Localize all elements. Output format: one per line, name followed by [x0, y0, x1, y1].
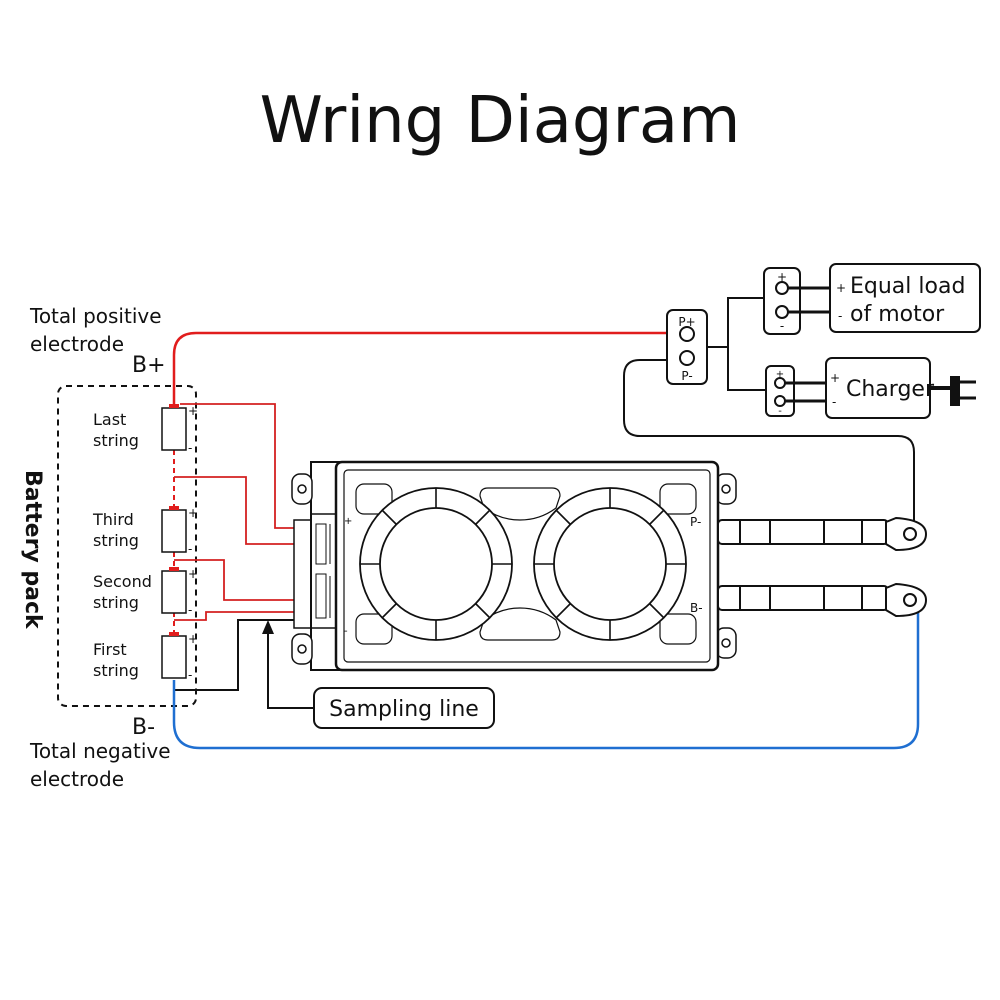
cell-label-last-2: string: [93, 431, 139, 450]
svg-text:P-: P-: [681, 369, 692, 383]
svg-text:+: +: [777, 270, 787, 284]
bms-board: + - P- B-: [291, 460, 737, 672]
branch-bus: [727, 297, 766, 391]
cell-last: + -: [161, 404, 198, 455]
sampling-line-label: Sampling line: [329, 697, 479, 722]
charger-terminal: + -: [765, 365, 795, 417]
sampling-wires: [174, 403, 296, 621]
sampling-connector: [293, 519, 313, 629]
svg-text:-: -: [838, 309, 842, 323]
load-label-2: of motor: [850, 302, 945, 327]
svg-text:+: +: [836, 281, 846, 295]
cell-second: + -: [161, 567, 198, 617]
svg-text:-: -: [780, 319, 784, 333]
total-positive-label-2: electrode: [30, 332, 124, 356]
negative-wire: [172, 600, 920, 750]
total-negative-label-2: electrode: [30, 767, 124, 791]
svg-text:-: -: [778, 406, 782, 417]
svg-text:+: +: [776, 369, 784, 380]
charger: + - Charger: [825, 357, 935, 419]
svg-text:+: +: [344, 516, 352, 527]
cell-label-third-2: string: [93, 531, 139, 550]
plug-icon: [930, 376, 976, 406]
bms-p-minus-label: P-: [690, 515, 701, 529]
sampling-line-box: [313, 687, 495, 729]
fan-blades: [360, 488, 686, 640]
p-terminal-block: P+ P-: [666, 309, 708, 385]
cell-label-last-1: Last: [93, 410, 126, 429]
load-terminal: + -: [763, 267, 801, 335]
positive-wire: [172, 331, 684, 404]
svg-text:+: +: [188, 632, 198, 646]
page-title: Wring Diagram: [260, 84, 741, 158]
b-minus-label: B-: [132, 715, 155, 740]
svg-text:-: -: [188, 542, 192, 556]
charger-label: Charger: [846, 377, 935, 402]
cell-label-second-2: string: [93, 593, 139, 612]
bms-b-minus-label: B-: [690, 601, 703, 615]
p-minus-cable: [717, 516, 928, 552]
p-minus-wire: [623, 359, 915, 534]
cell-first: + -: [161, 632, 198, 682]
b-minus-cable: [717, 582, 928, 618]
svg-text:P+: P+: [678, 315, 695, 329]
svg-text:+: +: [188, 567, 198, 581]
cell-third: + -: [161, 506, 198, 556]
svg-text:-: -: [188, 668, 192, 682]
sampling-arrow: [262, 620, 274, 634]
cell-label-third-1: Third: [92, 510, 134, 529]
b-plus-label: B+: [132, 353, 166, 378]
battery-pack-label: Battery pack: [20, 470, 45, 630]
svg-text:-: -: [188, 603, 192, 617]
svg-text:-: -: [188, 441, 192, 455]
battery-pack-box: [57, 385, 197, 707]
svg-text:-: -: [344, 626, 348, 637]
svg-text:+: +: [188, 404, 198, 418]
sampling-pointer-line: [267, 628, 314, 709]
svg-text:-: -: [832, 395, 836, 409]
motor-load: + - Equal load of motor: [829, 263, 981, 333]
cell-label-first-1: First: [93, 640, 127, 659]
load-label-1: Equal load: [850, 274, 965, 299]
svg-text:+: +: [188, 506, 198, 520]
sampling-ground-wire: [174, 619, 296, 691]
total-positive-label-1: Total positive: [29, 304, 162, 328]
svg-text:+: +: [830, 371, 840, 385]
cell-label-first-2: string: [93, 661, 139, 680]
total-negative-label-1: Total negative: [29, 739, 171, 763]
cell-label-second-1: Second: [93, 572, 152, 591]
